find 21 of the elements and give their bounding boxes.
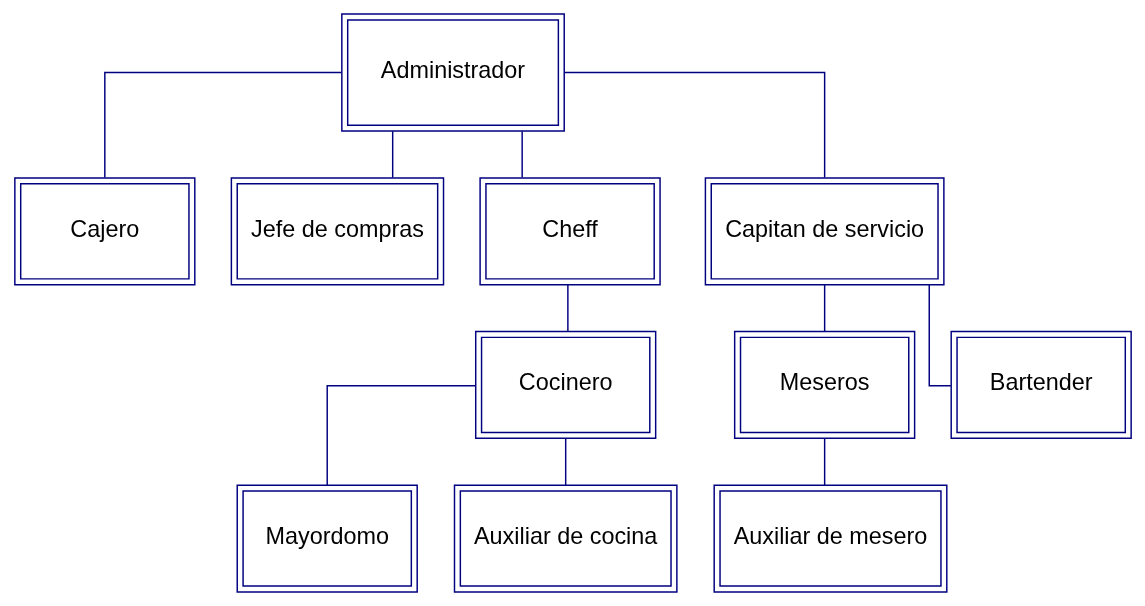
node-box: Cajero: [13, 177, 196, 286]
node-box: Mayordomo: [236, 484, 418, 593]
connector: [520, 130, 523, 179]
connector: [325, 384, 476, 486]
node-box: Auxiliar de mesero: [712, 484, 948, 593]
connector: [391, 130, 393, 179]
node-box: Administrador: [340, 13, 565, 132]
node-box: Jefe de compras: [230, 177, 444, 286]
connector: [566, 284, 569, 333]
node-box: Cheff: [478, 177, 661, 286]
connector: [103, 71, 342, 179]
node-box: Cocinero: [474, 330, 656, 440]
connector: [928, 284, 952, 387]
node-box: Auxiliar de cocina: [453, 484, 678, 593]
connector: [564, 437, 566, 486]
connector: [823, 284, 825, 333]
connector: [823, 437, 825, 486]
node-box: Capitan de servicio: [704, 177, 945, 286]
connector: [563, 71, 825, 179]
node-box: Bartender: [949, 330, 1132, 440]
node-box: Meseros: [733, 330, 915, 440]
